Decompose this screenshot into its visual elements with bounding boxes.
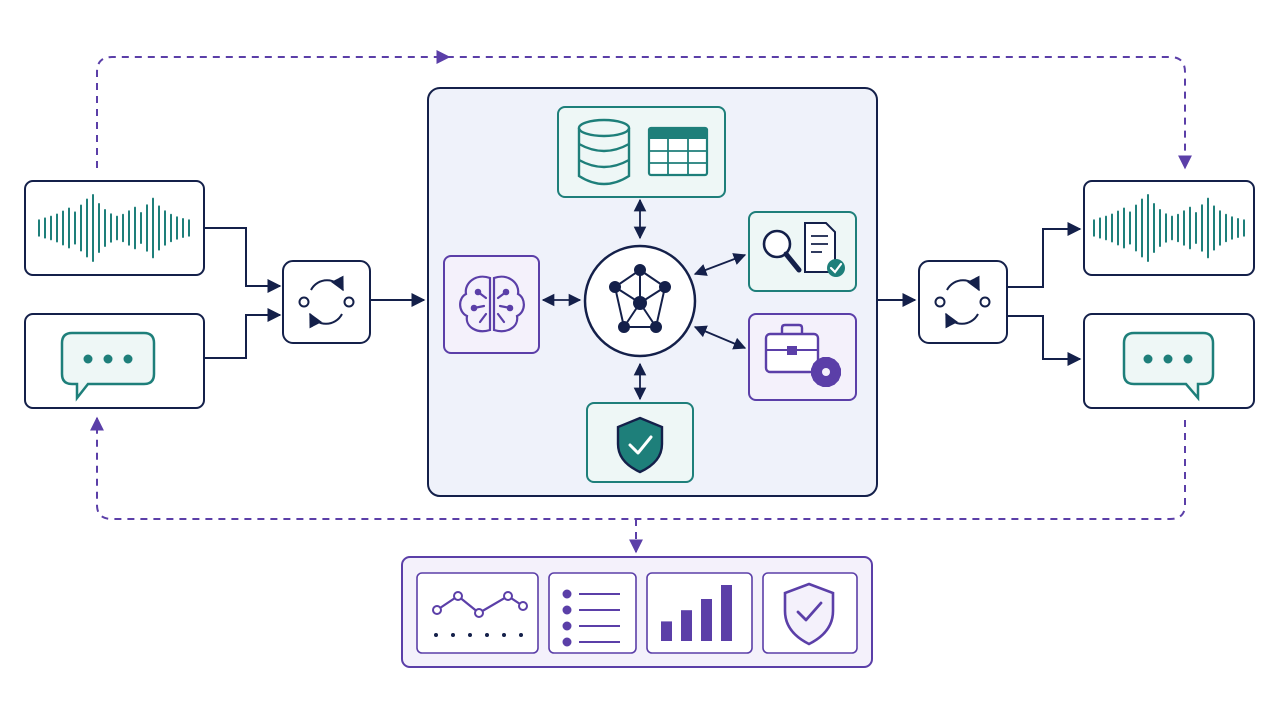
line-chart-icon bbox=[432, 591, 528, 637]
stats-bar bbox=[701, 599, 712, 641]
audio-waveform-icon bbox=[38, 194, 190, 262]
stats-bar bbox=[681, 610, 692, 641]
monitoring-metrics-tile bbox=[416, 572, 539, 654]
stats-bar bbox=[721, 585, 732, 641]
input-audio-node bbox=[24, 180, 205, 276]
tools-node bbox=[748, 313, 857, 401]
magnifier-icon bbox=[762, 229, 802, 273]
network-graph-icon bbox=[609, 264, 671, 333]
output-chat-node bbox=[1083, 313, 1255, 409]
input-chat-node bbox=[24, 313, 205, 409]
gear-icon bbox=[811, 357, 841, 387]
brain-circuit-icon bbox=[459, 275, 525, 333]
monitoring-stats-tile bbox=[646, 572, 753, 654]
checklist-icon bbox=[562, 589, 620, 647]
search-node bbox=[748, 211, 857, 292]
feedback-loops bbox=[90, 50, 1192, 554]
database-icon bbox=[577, 118, 631, 186]
shield-check-icon bbox=[616, 416, 664, 474]
guardrail-node bbox=[586, 402, 694, 483]
output-router-node bbox=[918, 260, 1008, 344]
input-connectors bbox=[204, 227, 426, 359]
monitoring-security-tile bbox=[762, 572, 858, 654]
bar-chart-icon bbox=[661, 585, 732, 641]
hub-node bbox=[583, 244, 697, 358]
brain-node bbox=[443, 255, 540, 354]
monitoring-logs-tile bbox=[548, 572, 637, 654]
output-connectors bbox=[877, 222, 1082, 366]
table-grid-icon bbox=[647, 126, 709, 177]
chat-bubble-icon bbox=[1122, 331, 1215, 402]
sync-cycle-icon bbox=[298, 275, 355, 329]
chat-bubble-icon bbox=[60, 331, 156, 402]
data-store-node bbox=[557, 106, 726, 198]
core-connectors bbox=[541, 198, 747, 401]
top-feedback-loop bbox=[96, 56, 1192, 170]
monitoring-panel bbox=[401, 556, 873, 668]
shield-check-icon bbox=[783, 582, 835, 646]
input-router-node bbox=[282, 260, 371, 344]
sync-cycle-icon bbox=[934, 275, 991, 329]
bottom-feedback-loop bbox=[90, 416, 1186, 520]
audio-waveform-icon bbox=[1093, 194, 1245, 262]
stats-bar bbox=[661, 621, 672, 641]
toolbox-icon bbox=[764, 323, 820, 374]
output-audio-node bbox=[1083, 180, 1255, 276]
document-check-icon bbox=[804, 222, 845, 277]
